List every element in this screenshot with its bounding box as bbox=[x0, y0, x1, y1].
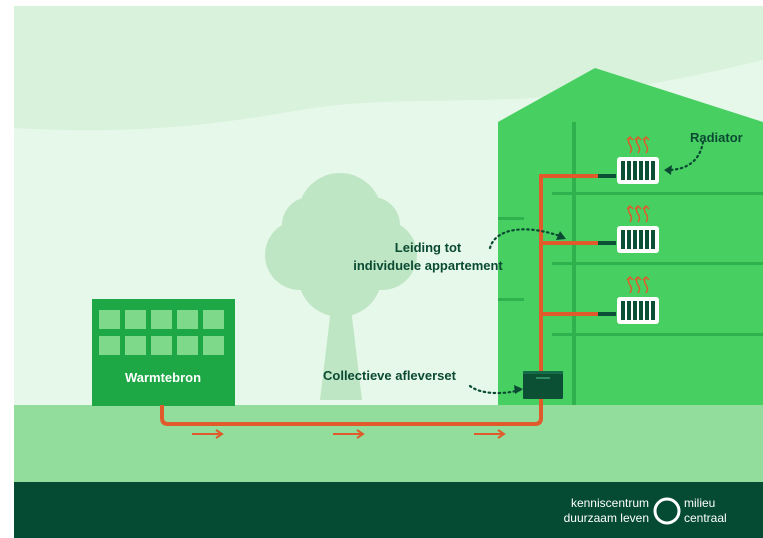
heating-pipes bbox=[160, 174, 600, 426]
logo-brand-line1: milieu bbox=[684, 496, 715, 510]
milieu-centraal-logo: kenniscentrum duurzaam leven milieu cent… bbox=[564, 496, 727, 525]
delivery-set-label: Collectieve afleverset bbox=[323, 368, 457, 383]
flow-arrow bbox=[474, 429, 506, 439]
logo-text-line2: duurzaam leven bbox=[564, 511, 649, 525]
flow-arrow bbox=[333, 429, 365, 439]
heat-waves-icon bbox=[626, 204, 650, 223]
flow-arrow bbox=[192, 429, 224, 439]
radiator-icon bbox=[598, 275, 659, 324]
radiator-pointer-arrow bbox=[665, 140, 705, 172]
collective-delivery-set bbox=[523, 371, 563, 399]
heat-waves-icon bbox=[626, 135, 650, 154]
pipe-label-line2: individuele appartement bbox=[353, 258, 503, 273]
logo-text-line1: kenniscentrum bbox=[571, 496, 649, 510]
heat-waves-icon bbox=[626, 275, 650, 294]
arrow-heads bbox=[514, 165, 672, 394]
footer-band bbox=[14, 482, 763, 538]
radiator-label: Radiator bbox=[690, 130, 743, 145]
radiator-icon bbox=[598, 135, 659, 184]
heat-source-building bbox=[92, 299, 235, 406]
logo-circle-icon bbox=[653, 497, 681, 525]
radiator-icon bbox=[598, 204, 659, 253]
pipe-pointer-arrow bbox=[488, 228, 562, 250]
tree-silhouette bbox=[265, 173, 417, 400]
heat-source-label: Warmtebron bbox=[125, 370, 201, 385]
pipe-label-line1: Leiding tot bbox=[395, 240, 462, 255]
flow-arrows bbox=[192, 429, 506, 439]
logo-brand-line2: centraal bbox=[684, 511, 727, 525]
background-hill-shape bbox=[14, 6, 763, 131]
ground bbox=[14, 405, 763, 482]
